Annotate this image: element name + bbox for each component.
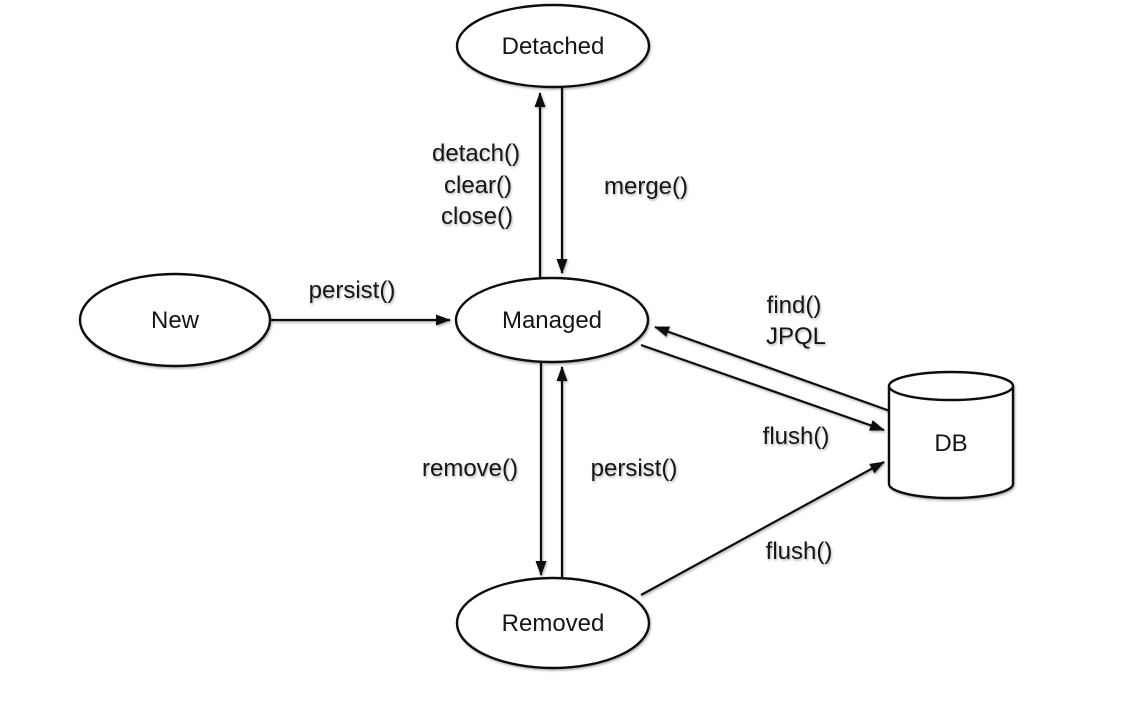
diagram-nodes: Detached New Managed Removed [78, 3, 1015, 670]
label-flush-managed: flush() [763, 423, 830, 450]
label-close: close() [441, 203, 513, 230]
label-persist-removed: persist() [591, 455, 678, 482]
label-find: find() [767, 292, 822, 319]
db-cylinder-body [887, 386, 1015, 500]
label-jpql: JPQL [766, 323, 826, 350]
node-removed: Removed [455, 576, 651, 670]
edge-find-db-to-managed [654, 325, 891, 413]
diagram-edge-labels: detach() clear() close() merge() persist… [309, 140, 833, 565]
label-flush-removed: flush() [766, 538, 833, 565]
node-db-label: DB [934, 430, 967, 457]
node-new: New [78, 272, 272, 368]
edge-flush-managed-to-db [640, 343, 885, 432]
node-db-cylinder: DB [887, 370, 1015, 500]
node-detached-shape [455, 3, 651, 89]
node-managed-label: Managed [502, 307, 602, 334]
label-remove: remove() [422, 455, 518, 482]
label-merge: merge() [604, 173, 688, 200]
diagram-edges [271, 87, 891, 596]
node-detached-label: Detached [502, 33, 605, 60]
db-cylinder-top [887, 370, 1015, 402]
label-persist-new: persist() [309, 277, 396, 304]
node-detached: Detached [455, 3, 651, 89]
node-managed: Managed [454, 276, 650, 364]
node-removed-shape [455, 576, 651, 670]
edge-flush-removed-to-db [640, 461, 885, 596]
label-clear: clear() [444, 172, 512, 199]
node-removed-label: Removed [502, 610, 605, 637]
node-managed-shape [454, 276, 650, 364]
node-new-label: New [151, 307, 200, 334]
label-detach: detach() [432, 140, 520, 167]
node-new-shape [78, 272, 272, 368]
